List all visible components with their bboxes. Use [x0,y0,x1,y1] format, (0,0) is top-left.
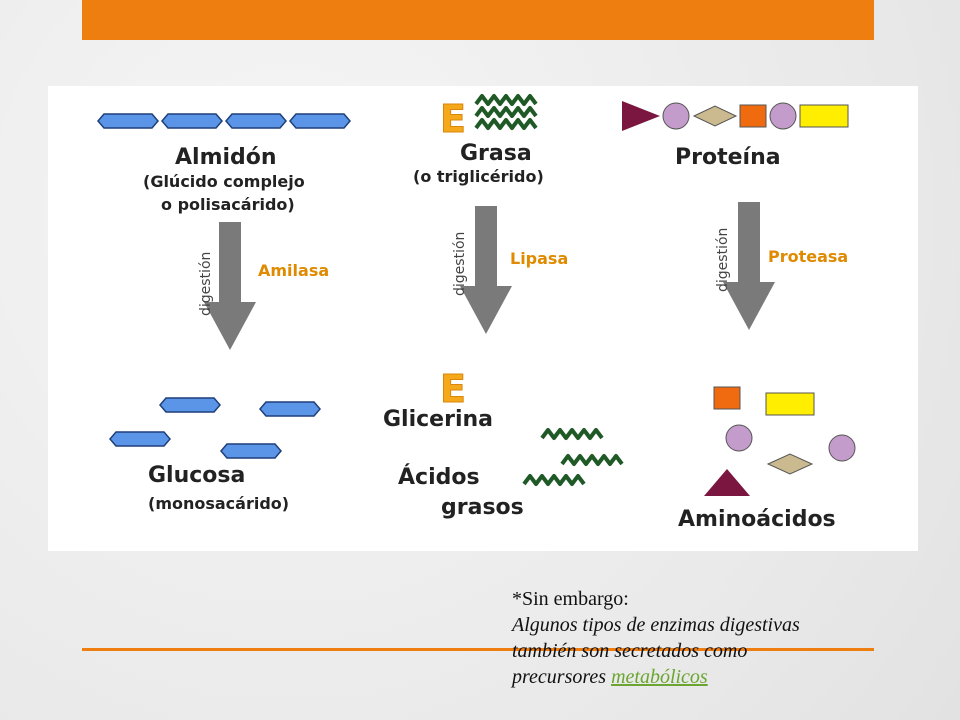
footnote-line-4: precursores metabólicos [512,664,892,690]
amino-acid-molecules [704,386,856,496]
fatty-acids-label-2: grasos [441,495,524,520]
footnote: *Sin embargo: Algunos tipos de enzimas d… [512,586,892,690]
fat-digestion-label: digestión [452,232,468,296]
circle-amino-acid [725,424,753,452]
triangle-amino-acid [704,469,750,496]
starch-label: Almidón [175,145,277,170]
rectangle-amino-acid [765,392,815,416]
footnote-line-2: Algunos tipos de enzimas digestivas [512,614,800,636]
protein-digestion-label: digestión [715,228,731,292]
diamond-amino-acid [766,453,814,475]
rectangle-unit [799,104,849,128]
amino-acids-label: Aminoácidos [678,507,836,532]
amylase-label: Amilasa [258,261,329,280]
digestion-diagram-svg: Almidón (Glúcido complejo o polisacárido… [97,94,856,532]
starch-description-2: o polisacárido) [161,195,295,214]
fatty-acid-molecules [522,428,624,486]
top-accent-bar [82,0,874,40]
glycerol-symbol-top: E [440,97,466,141]
metabolicos-link[interactable]: metabólicos [611,666,708,688]
fat-column: E Grasa (o triglicérido) digestión Lipas… [383,94,624,520]
fat-label: Grasa [460,141,532,166]
protein-label: Proteína [675,145,781,170]
diamond-unit [692,105,738,127]
glycerol-symbol: E [440,367,466,411]
circle-unit [769,102,797,130]
starch-description-1: (Glúcido complejo [143,172,305,191]
square-unit [739,104,767,128]
glycerol-label: Glicerina [383,407,493,432]
circle-unit [662,102,690,130]
footnote-line-3: también son secretados como [512,640,748,662]
footnote-heading: *Sin embargo: [512,588,629,610]
digestion-diagram: Almidón (Glúcido complejo o polisacárido… [48,86,918,551]
starch-chain [97,113,351,129]
protein-chain [622,101,849,131]
bottom-divider-line [82,648,874,651]
fatty-acids-label-1: Ácidos [398,464,480,490]
glucose-label: Glucosa [148,463,245,488]
triangle-unit [622,101,660,131]
glucose-molecules [109,397,321,459]
fat-description: (o triglicérido) [413,167,544,186]
square-amino-acid [713,386,741,410]
lipase-label: Lipasa [510,249,568,268]
footnote-line-4-prefix: precursores [512,666,612,688]
starch-column: Almidón (Glúcido complejo o polisacárido… [97,113,351,513]
starch-digestion-label: digestión [198,252,214,316]
circle-amino-acid [828,434,856,462]
fat-fatty-acid-chains [474,94,538,130]
protein-column: Proteína digestión Proteasa Aminoácidos [622,101,856,532]
protease-label: Proteasa [768,247,848,266]
glucose-note: (monosacárido) [148,494,289,513]
